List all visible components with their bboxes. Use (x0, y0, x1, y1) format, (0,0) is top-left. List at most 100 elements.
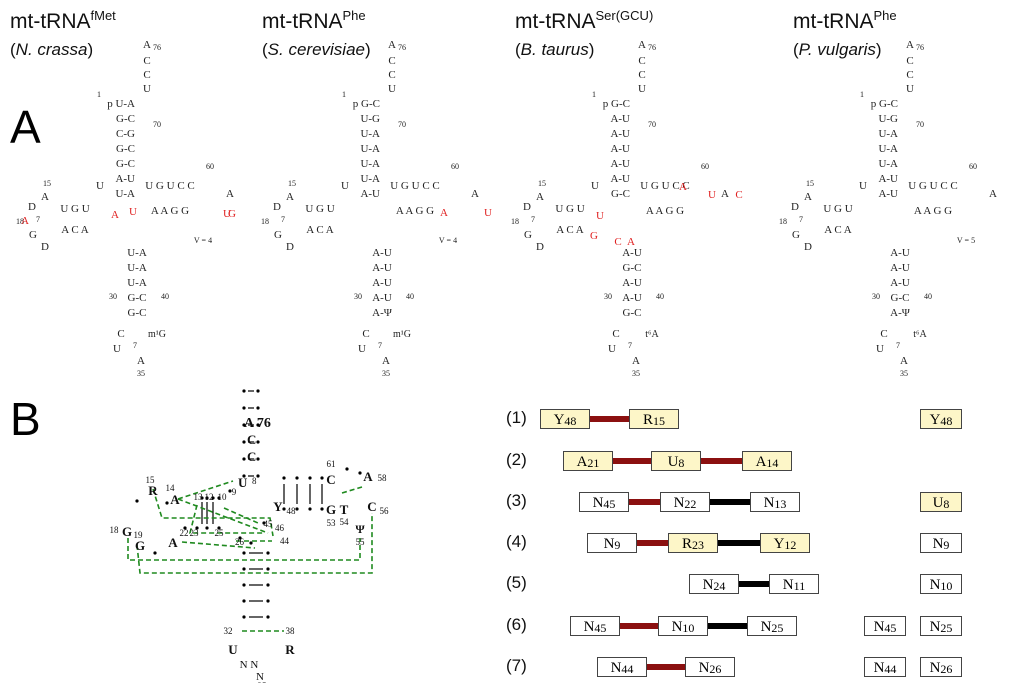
nucleotide-box-side: N45 (864, 616, 906, 636)
highlighted-base: U (484, 207, 492, 219)
pos-label: 15 (538, 179, 546, 188)
nucleotide-box: U8 (651, 451, 701, 471)
acceptor-3end-base: A (143, 39, 151, 51)
acceptor-stem-pair: U-A (360, 143, 380, 155)
base-t54: T (340, 502, 349, 517)
anticodon-stem-pair: A-U (372, 262, 392, 274)
base-a14: A (170, 492, 180, 507)
d-stem: A C A (556, 224, 584, 236)
title-1: mt-tRNAfMet (10, 8, 116, 33)
anticodon-stem-pair: A-Ψ (372, 307, 393, 319)
highlighted-base: A (440, 207, 448, 219)
nucleotide-box-side: U8 (920, 492, 962, 512)
loop-base: G (29, 229, 37, 241)
base-c75: C (247, 449, 256, 464)
base-u33: U (228, 642, 238, 657)
pos-58: 58 (378, 473, 388, 483)
acceptor-stem-pair: A-U (360, 188, 380, 200)
d-stem: U G U (305, 203, 334, 215)
pos-label: 7 (133, 341, 137, 350)
anticodon-loop-n: N (256, 671, 264, 683)
nucleotide-base: N (873, 660, 885, 676)
pos-label: 1 (97, 90, 101, 99)
interaction-bond (708, 623, 747, 629)
loop-base: C (362, 328, 369, 340)
highlighted-base: C (614, 236, 621, 248)
nucleotide-position: 25 (771, 621, 784, 635)
pos-label: 15 (43, 179, 51, 188)
nucleotide-box: N45 (579, 492, 629, 512)
nucleotide-position: 9 (614, 538, 621, 552)
base-u8: U (238, 475, 248, 490)
row-label: (5) (506, 573, 527, 592)
loop-base: G (792, 229, 800, 241)
pos-label: 18 (779, 217, 787, 226)
nucleotide-position: 45 (594, 621, 607, 635)
acceptor-stem-pair: A-U (610, 128, 630, 140)
acceptor-3end-base: U (906, 83, 914, 95)
loop-base: D (28, 201, 36, 213)
base-r37: R (285, 642, 295, 657)
acceptor-3end-base: C (906, 55, 913, 67)
nucleotide-position: 13 (774, 497, 787, 511)
loop-base: A (286, 191, 294, 203)
nucleotide-base: N (929, 577, 941, 593)
nucleotide-box: N24 (689, 574, 739, 594)
loop-base: C (117, 328, 124, 340)
interaction-bond (710, 499, 750, 505)
loop-base: D (791, 201, 799, 213)
d-stem: U G U (823, 203, 852, 215)
acceptor-stem-pair: A-U (878, 188, 898, 200)
nucleotide-box-side: N10 (920, 574, 962, 594)
species-2: (S. cerevisiae) (262, 40, 371, 59)
d-stem: U G U (60, 203, 89, 215)
t-stem: A A G G (914, 205, 952, 217)
nucleotide-base: N (610, 660, 622, 676)
highlighted-base: G (228, 208, 236, 220)
loop-base: A (632, 355, 640, 367)
pos-label: 7 (799, 215, 803, 224)
pos-38: 38 (286, 626, 296, 636)
pos-label: 7 (896, 341, 900, 350)
title-2: mt-tRNAPhe (262, 8, 366, 33)
acceptor-3end-base: C (143, 69, 150, 81)
nucleotide-position: 8 (678, 456, 685, 470)
nucleotide-base: N (702, 577, 714, 593)
t-stem: U G U C C (145, 180, 195, 192)
highlighted-base: G (590, 230, 598, 242)
t-stem: U G U C C (908, 180, 958, 192)
nucleotide-position: 45 (603, 497, 616, 511)
pos-46: 46 (275, 523, 285, 533)
anticodon-stem-pair: G-C (128, 292, 147, 304)
pos-23: 23 (190, 528, 200, 538)
pos-label: 70 (648, 120, 656, 129)
anticodon-stem-pair: U-A (127, 262, 147, 274)
loop-base: A (900, 355, 908, 367)
pos-35: 35 (258, 681, 268, 683)
pos-label: 70 (153, 120, 161, 129)
anticodon-stem-pair: A-U (890, 277, 910, 289)
d-stem: A C A (306, 224, 334, 236)
acceptor-stem-pair: U-A (878, 158, 898, 170)
d-stem: A C A (824, 224, 852, 236)
nucleotide-position: 10 (682, 621, 695, 635)
pos-15: 15 (146, 475, 156, 485)
acceptor-stem-pair: U-A (360, 173, 380, 185)
pos-label: 7 (281, 215, 285, 224)
pos-label: 35 (382, 369, 390, 378)
nucleotide-position: 15 (653, 414, 665, 428)
pos-label: 7 (531, 215, 535, 224)
base-c56: C (367, 499, 376, 514)
highlighted-base: A (21, 215, 29, 227)
acceptor-stem-pair: p U-A (107, 98, 135, 110)
anticodon-stem-pair: A-U (622, 292, 642, 304)
pos-label: 76 (153, 43, 161, 52)
loop-base: D (804, 241, 812, 253)
loop-base: A (804, 191, 812, 203)
acceptor-3end-base: C (906, 69, 913, 81)
pos-label: 40 (656, 292, 664, 301)
nucleotide-base: N (932, 536, 944, 552)
